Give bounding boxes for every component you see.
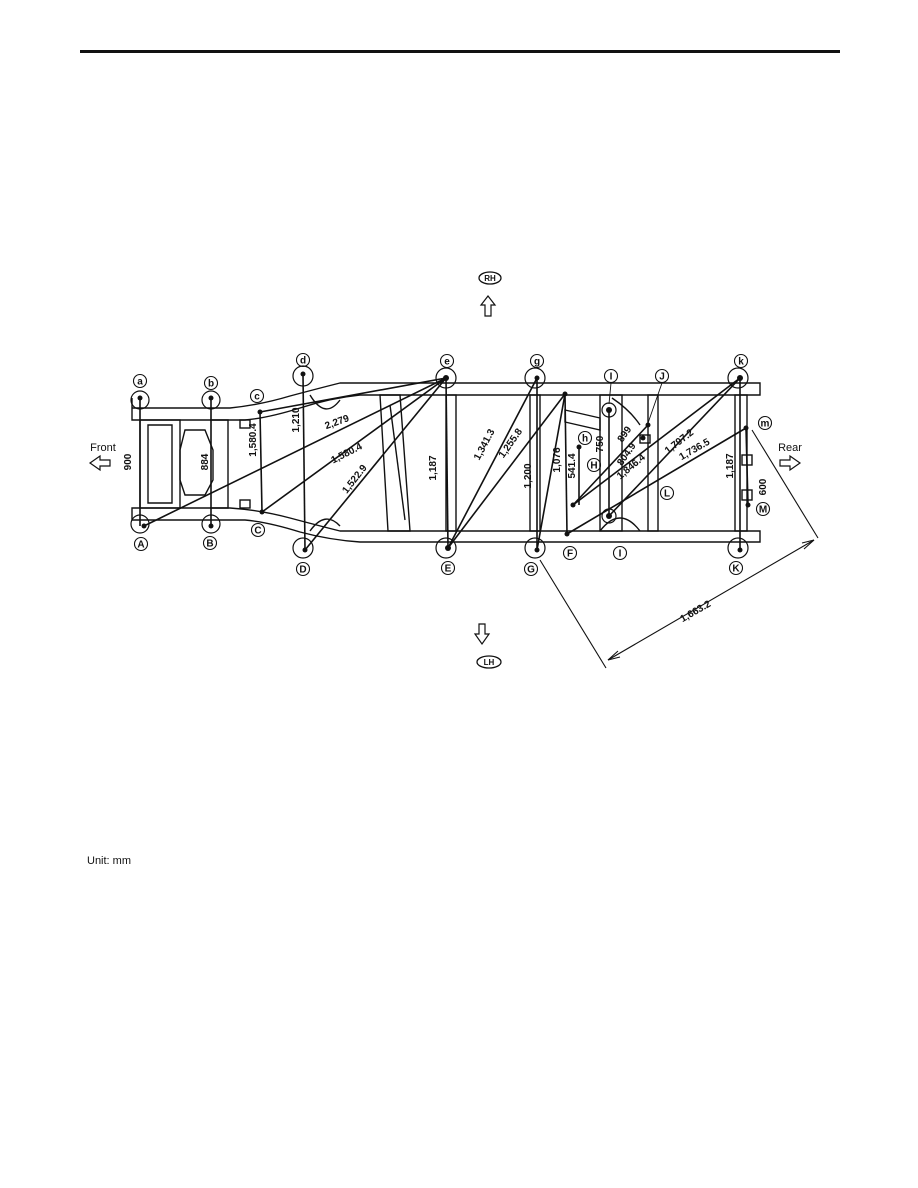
dim-fF: 1,076 bbox=[552, 447, 563, 472]
dim-541: 541.4 bbox=[567, 453, 578, 478]
svg-text:E: E bbox=[445, 564, 452, 575]
arrow-left-icon bbox=[88, 454, 111, 472]
dim-bB: 884 bbox=[200, 453, 211, 470]
point-K: K bbox=[728, 560, 744, 576]
point-b: b bbox=[203, 375, 219, 391]
svg-text:M: M bbox=[759, 505, 767, 516]
point-M: M bbox=[755, 501, 771, 517]
svg-text:K: K bbox=[732, 564, 740, 575]
rh-indicator: RH bbox=[478, 271, 502, 317]
dim-cC: 1,580.4 bbox=[248, 423, 259, 457]
svg-text:F: F bbox=[567, 549, 573, 560]
svg-text:I: I bbox=[610, 372, 613, 383]
dim-eE: 1,187 bbox=[428, 455, 439, 480]
front-label: Front bbox=[90, 442, 116, 454]
rear-label: Rear bbox=[778, 442, 802, 454]
dim-aA: 900 bbox=[123, 453, 134, 470]
svg-text:b: b bbox=[208, 379, 214, 390]
dim-kK: 1,187 bbox=[725, 453, 736, 478]
svg-text:D: D bbox=[299, 565, 306, 576]
svg-text:k: k bbox=[738, 357, 744, 368]
svg-text:c: c bbox=[254, 392, 260, 403]
point-k: k bbox=[733, 353, 749, 369]
svg-text:G: G bbox=[527, 565, 535, 576]
dim-E-g: 1,341.3 bbox=[472, 427, 498, 462]
lh-label: LH bbox=[484, 658, 495, 667]
front-indicator: Front bbox=[88, 442, 116, 472]
svg-text:A: A bbox=[137, 540, 144, 551]
svg-text:m: m bbox=[761, 419, 770, 430]
point-labels: a b c d e g h I J k m A B C D E F G H I … bbox=[132, 352, 773, 577]
svg-text:g: g bbox=[534, 357, 540, 368]
dim-gG: 1,200 bbox=[523, 463, 534, 488]
svg-text:a: a bbox=[137, 377, 143, 388]
point-m: m bbox=[757, 415, 773, 431]
svg-text:h: h bbox=[582, 434, 588, 445]
point-I-lower: I bbox=[612, 545, 628, 561]
point-A: A bbox=[133, 536, 149, 552]
svg-text:B: B bbox=[206, 539, 213, 550]
point-F: F bbox=[562, 545, 578, 561]
svg-text:d: d bbox=[300, 356, 306, 367]
overall-dimension bbox=[539, 429, 819, 669]
unit-note: Unit: mm bbox=[87, 855, 131, 867]
point-i-upper: I bbox=[603, 368, 619, 384]
point-e: e bbox=[439, 353, 455, 369]
arrow-down-icon bbox=[473, 623, 491, 646]
point-G: G bbox=[523, 561, 539, 577]
rear-indicator: Rear bbox=[778, 442, 802, 472]
svg-text:L: L bbox=[664, 489, 670, 500]
svg-text:e: e bbox=[444, 357, 450, 368]
point-h: h bbox=[577, 430, 593, 446]
dim-c-e: 2,279 bbox=[324, 413, 352, 432]
arrow-right-icon bbox=[779, 454, 802, 472]
point-a: a bbox=[132, 373, 148, 389]
dim-mM: 600 bbox=[758, 478, 769, 495]
svg-text:H: H bbox=[590, 461, 597, 472]
svg-text:C: C bbox=[254, 526, 261, 537]
rh-label: RH bbox=[484, 274, 496, 283]
header-rule bbox=[80, 50, 840, 53]
svg-text:J: J bbox=[659, 372, 665, 383]
point-B: B bbox=[202, 535, 218, 551]
dim-A-e: 1,580.4 bbox=[329, 441, 364, 466]
dim-E-f: 1,255.8 bbox=[497, 426, 525, 460]
dim-dD: 1,210 bbox=[291, 407, 302, 432]
arrow-up-icon bbox=[479, 295, 497, 317]
measurement-lines bbox=[139, 373, 749, 551]
point-d: d bbox=[295, 352, 311, 368]
point-C: C bbox=[250, 522, 266, 538]
dim-1663: 1,663.2 bbox=[679, 599, 714, 625]
svg-text:I: I bbox=[619, 549, 622, 560]
point-j: J bbox=[654, 368, 670, 384]
dim-D-e: 1,522.9 bbox=[340, 463, 369, 496]
point-E: E bbox=[440, 560, 456, 576]
measurement-points bbox=[137, 371, 751, 553]
dim-750: 750 bbox=[595, 435, 606, 452]
point-H: H bbox=[586, 457, 602, 473]
point-L: L bbox=[659, 485, 675, 501]
point-c: c bbox=[249, 388, 265, 404]
point-g: g bbox=[529, 353, 545, 369]
point-D: D bbox=[295, 561, 311, 577]
leader-lines bbox=[608, 382, 663, 424]
lh-indicator: LH bbox=[473, 623, 502, 669]
